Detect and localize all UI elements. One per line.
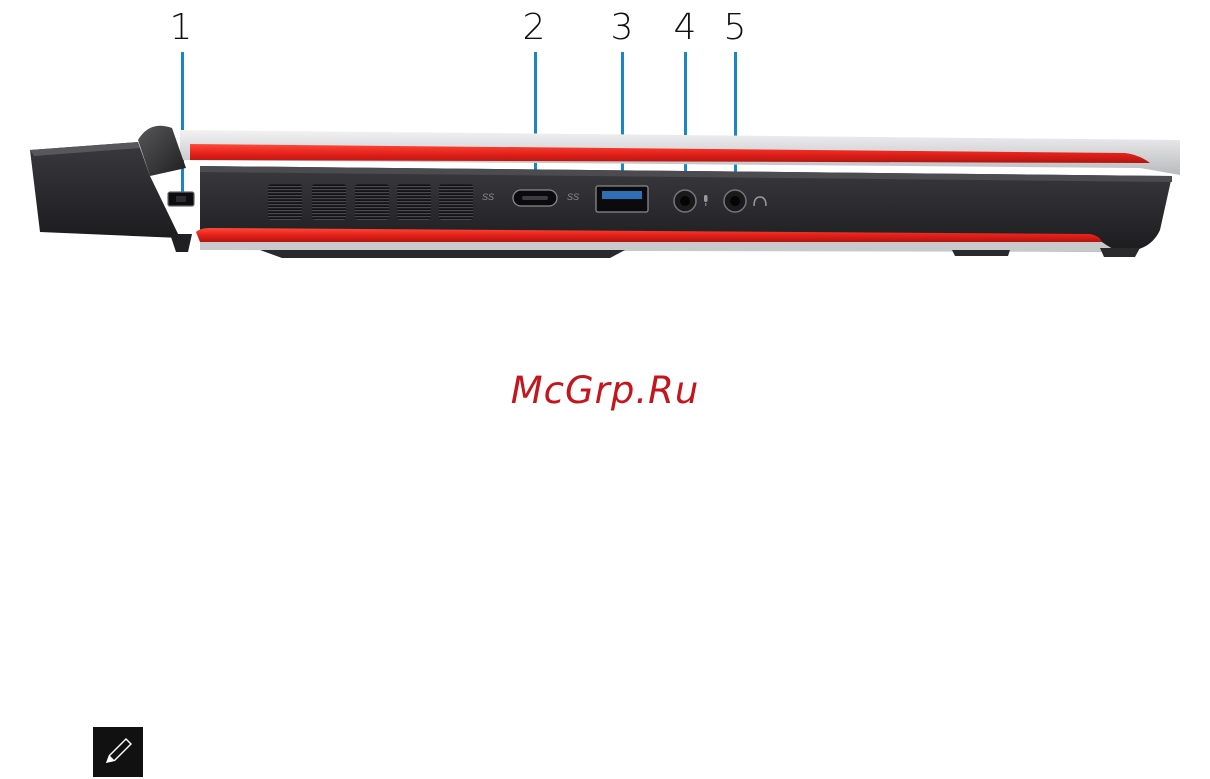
usb-c-superspeed-label: SS	[482, 192, 494, 202]
rear-foot	[170, 234, 192, 252]
laptop-side-illustration	[0, 0, 1210, 300]
usb-a-superspeed-label: SS	[567, 192, 579, 202]
air-vents	[268, 184, 473, 220]
watermark-text: McGrp.Ru	[0, 366, 1210, 416]
bottom-foot-front	[260, 250, 625, 258]
note-pencil-icon	[93, 727, 143, 777]
bottom-foot-rear	[952, 250, 1010, 256]
